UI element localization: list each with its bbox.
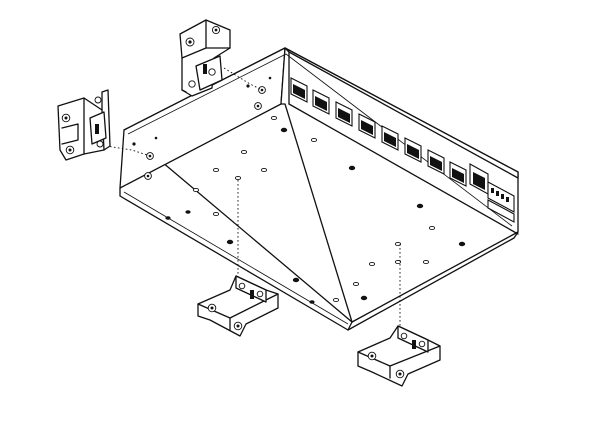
mounting-bracket-left xyxy=(57,89,111,161)
port-7 xyxy=(427,149,445,175)
terminal-block xyxy=(469,163,515,223)
mounting-bracket-bottom-left xyxy=(197,275,279,337)
underside-holes xyxy=(165,115,466,304)
port-3 xyxy=(335,101,353,127)
mounting-bracket-top xyxy=(179,19,231,97)
port-4 xyxy=(358,113,376,139)
port-row xyxy=(290,77,467,187)
port-2 xyxy=(312,89,330,115)
port-5 xyxy=(381,125,399,151)
switch-chassis xyxy=(119,47,519,331)
mounting-bracket-bottom-right xyxy=(357,325,441,387)
port-8 xyxy=(449,161,467,187)
port-1 xyxy=(290,77,308,103)
port-6 xyxy=(404,137,422,163)
